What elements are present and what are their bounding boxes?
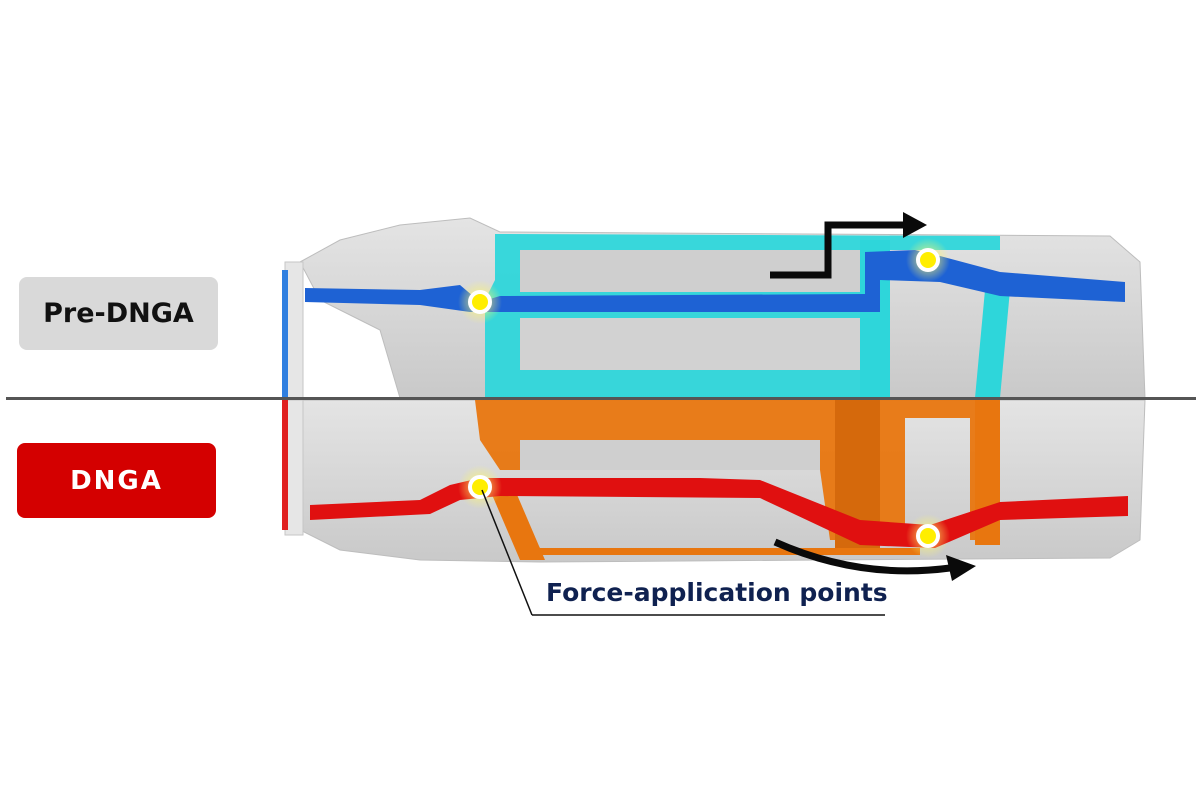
pre-dnga-cyan-rear-brace: [975, 290, 1010, 398]
comparison-divider: [6, 397, 1196, 400]
dnga-underbody: [282, 399, 1146, 616]
pre-dnga-label: Pre-DNGA: [19, 277, 218, 350]
dnga-label-text: DNGA: [70, 465, 163, 496]
pre-dnga-grey-floor-panel-1: [520, 250, 860, 292]
force-point-icon: [468, 290, 492, 314]
arrowhead-icon: [903, 212, 927, 238]
curved-arrow-icon: [773, 538, 951, 575]
pre-dnga-front-bar: [282, 270, 288, 398]
dnga-label: DNGA: [17, 443, 216, 518]
arrowhead-icon: [946, 555, 976, 581]
stepped-arrow-icon: [770, 221, 905, 279]
pre-dnga-grey-floor-panel-2: [520, 318, 860, 370]
dnga-orange-lower-panel: [500, 500, 920, 555]
dnga-grey-floor-panel: [520, 440, 820, 470]
callout-leader-line: [481, 489, 533, 616]
dnga-orange-diagonal: [490, 490, 545, 560]
force-point-icon: [916, 248, 940, 272]
force-point-icon: [468, 475, 492, 499]
pre-dnga-underbody: [282, 212, 1146, 399]
pre-dnga-label-text: Pre-DNGA: [43, 298, 194, 329]
force-application-callout: Force-application points: [546, 578, 888, 607]
force-point-icon: [916, 524, 940, 548]
dnga-front-bar: [282, 400, 288, 530]
